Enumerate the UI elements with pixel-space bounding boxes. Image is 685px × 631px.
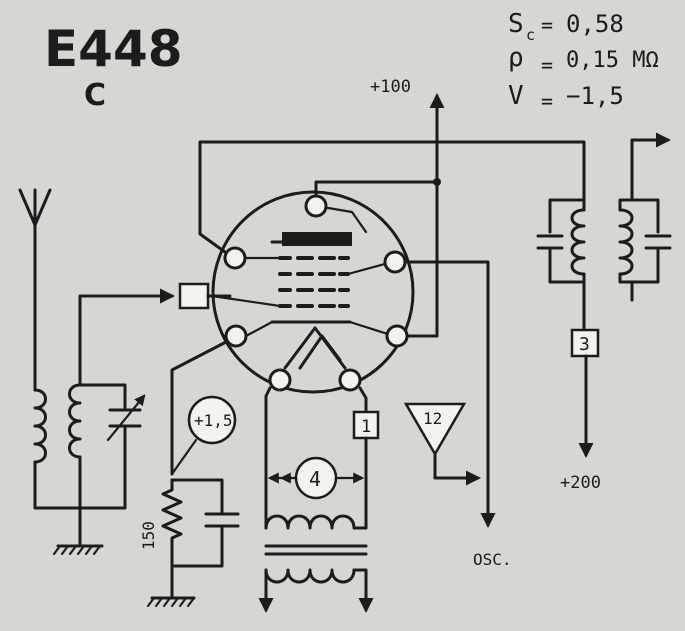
plus1-5-label: +1,5 xyxy=(194,411,233,430)
coil-icon xyxy=(264,568,356,584)
spec-rho: ρ = 0,15 MΩ xyxy=(508,43,659,77)
svg-text:3: 3 xyxy=(579,334,590,355)
variable-capacitor-icon xyxy=(106,394,146,442)
svg-text:−1,5: −1,5 xyxy=(566,82,624,110)
svg-text:V: V xyxy=(508,81,524,111)
svg-text:S: S xyxy=(508,9,524,39)
heater-transformer xyxy=(258,514,374,613)
antenna-icon xyxy=(18,188,52,392)
output-transformer xyxy=(536,132,672,332)
antenna-coil-icon xyxy=(33,388,47,482)
r150-label: 150 xyxy=(139,521,158,550)
tube-pin-left-upper xyxy=(223,246,247,270)
anode-plate xyxy=(282,232,352,246)
tube-pin-bottom-left xyxy=(268,368,292,392)
ground-icon xyxy=(52,544,104,556)
svg-text:0,15 MΩ: 0,15 MΩ xyxy=(566,48,659,73)
osc-label: OSC. xyxy=(473,550,512,569)
ground-icon xyxy=(146,596,196,608)
svg-text:0,58: 0,58 xyxy=(566,10,624,38)
svg-text:4: 4 xyxy=(309,467,321,491)
spec-sc: S c = 0,58 xyxy=(508,9,624,44)
svg-text:ρ: ρ xyxy=(508,43,524,73)
tube-pin-left-lower xyxy=(224,324,248,348)
resistor-icon xyxy=(161,478,183,598)
svg-text:1: 1 xyxy=(361,417,371,437)
svg-text:c: c xyxy=(526,26,535,44)
spec-v: V = −1,5 xyxy=(508,81,624,113)
grid-cap xyxy=(178,282,210,310)
tube-pin-bottom-right xyxy=(338,368,362,392)
tube-variant-label: C xyxy=(84,78,106,113)
svg-text:=: = xyxy=(541,89,553,113)
grid-coil-icon xyxy=(68,298,82,547)
svg-text:=: = xyxy=(541,53,553,77)
ref-triangle-12: 12 xyxy=(403,402,481,486)
tube-pin-top xyxy=(304,194,328,218)
bias-circle xyxy=(187,395,237,445)
plus200-label: +200 xyxy=(560,473,601,493)
tube-pin-right-upper xyxy=(383,250,407,274)
ref-circle-4 xyxy=(294,456,338,500)
tube-envelope xyxy=(210,190,415,394)
coil-icon xyxy=(570,208,586,276)
plus100-label: +100 xyxy=(370,77,411,97)
svg-text:12: 12 xyxy=(423,409,442,428)
svg-text:=: = xyxy=(541,13,553,37)
tube-pin-right-lower xyxy=(385,324,409,348)
tube-type-label: E448 xyxy=(44,20,183,78)
